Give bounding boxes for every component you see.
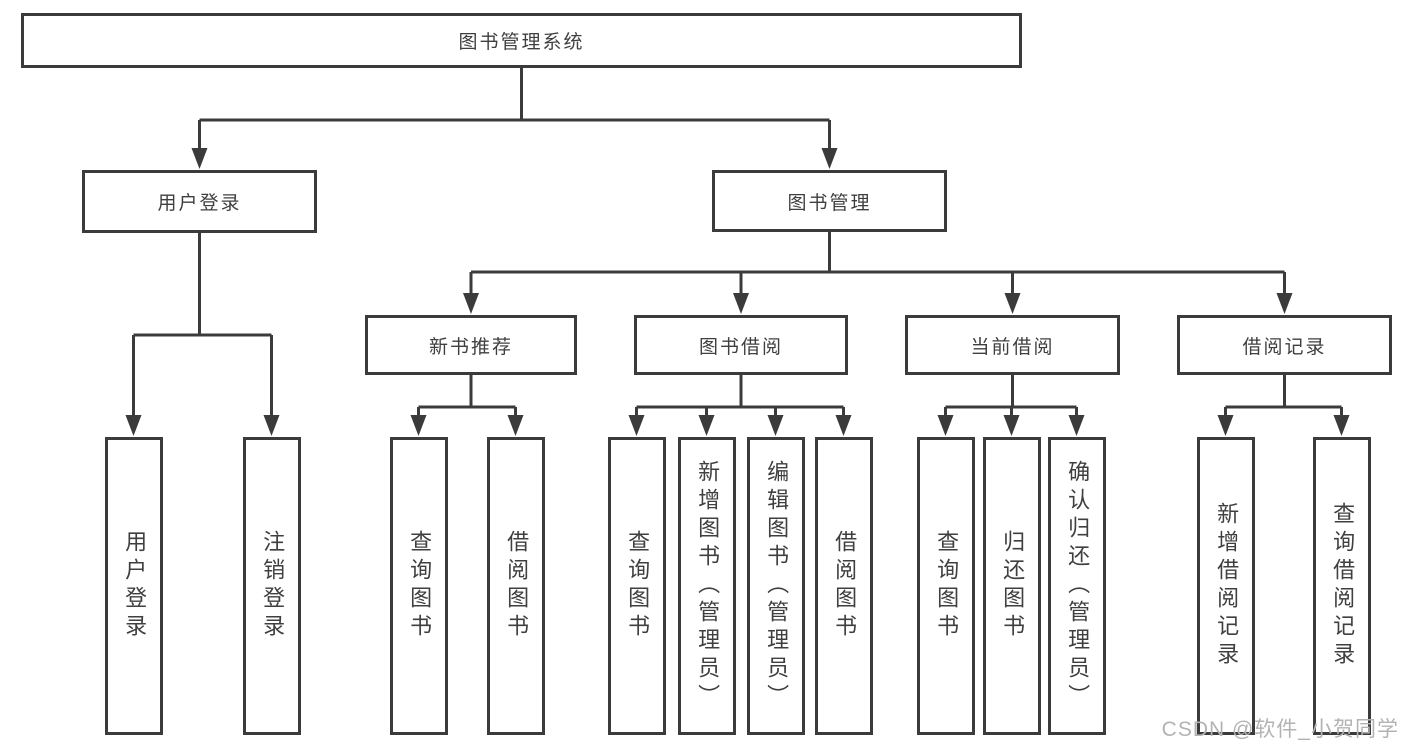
leaf-query-borrow-record: 查询借阅记录	[1313, 437, 1371, 735]
node-book-borrowing: 图书借阅	[634, 315, 848, 375]
leaf-confirm-return-admin: 确认归还（管理员）	[1048, 437, 1106, 735]
leaf-borrow-books-recommend: 借阅图书	[487, 437, 545, 735]
node-user-login: 用户登录	[82, 170, 317, 233]
leaf-user-login: 用户登录	[105, 437, 163, 735]
node-current-borrowing: 当前借阅	[905, 315, 1120, 375]
node-root-system: 图书管理系统	[21, 13, 1022, 68]
leaf-query-books-current: 查询图书	[917, 437, 975, 735]
node-new-book-recommendation: 新书推荐	[365, 315, 577, 375]
leaf-edit-books-admin: 编辑图书（管理员）	[747, 437, 805, 735]
leaf-query-books-recommend: 查询图书	[390, 437, 448, 735]
csdn-watermark: CSDN @软件_小贺同学	[1161, 718, 1399, 741]
leaf-query-books-borrow: 查询图书	[608, 437, 666, 735]
node-book-management: 图书管理	[712, 170, 947, 232]
leaf-add-borrow-record: 新增借阅记录	[1197, 437, 1255, 735]
leaf-borrow-books: 借阅图书	[815, 437, 873, 735]
leaf-logout: 注销登录	[243, 437, 301, 735]
node-borrowing-records: 借阅记录	[1177, 315, 1392, 375]
leaf-return-books: 归还图书	[983, 437, 1041, 735]
leaf-add-books-admin: 新增图书（管理员）	[678, 437, 736, 735]
